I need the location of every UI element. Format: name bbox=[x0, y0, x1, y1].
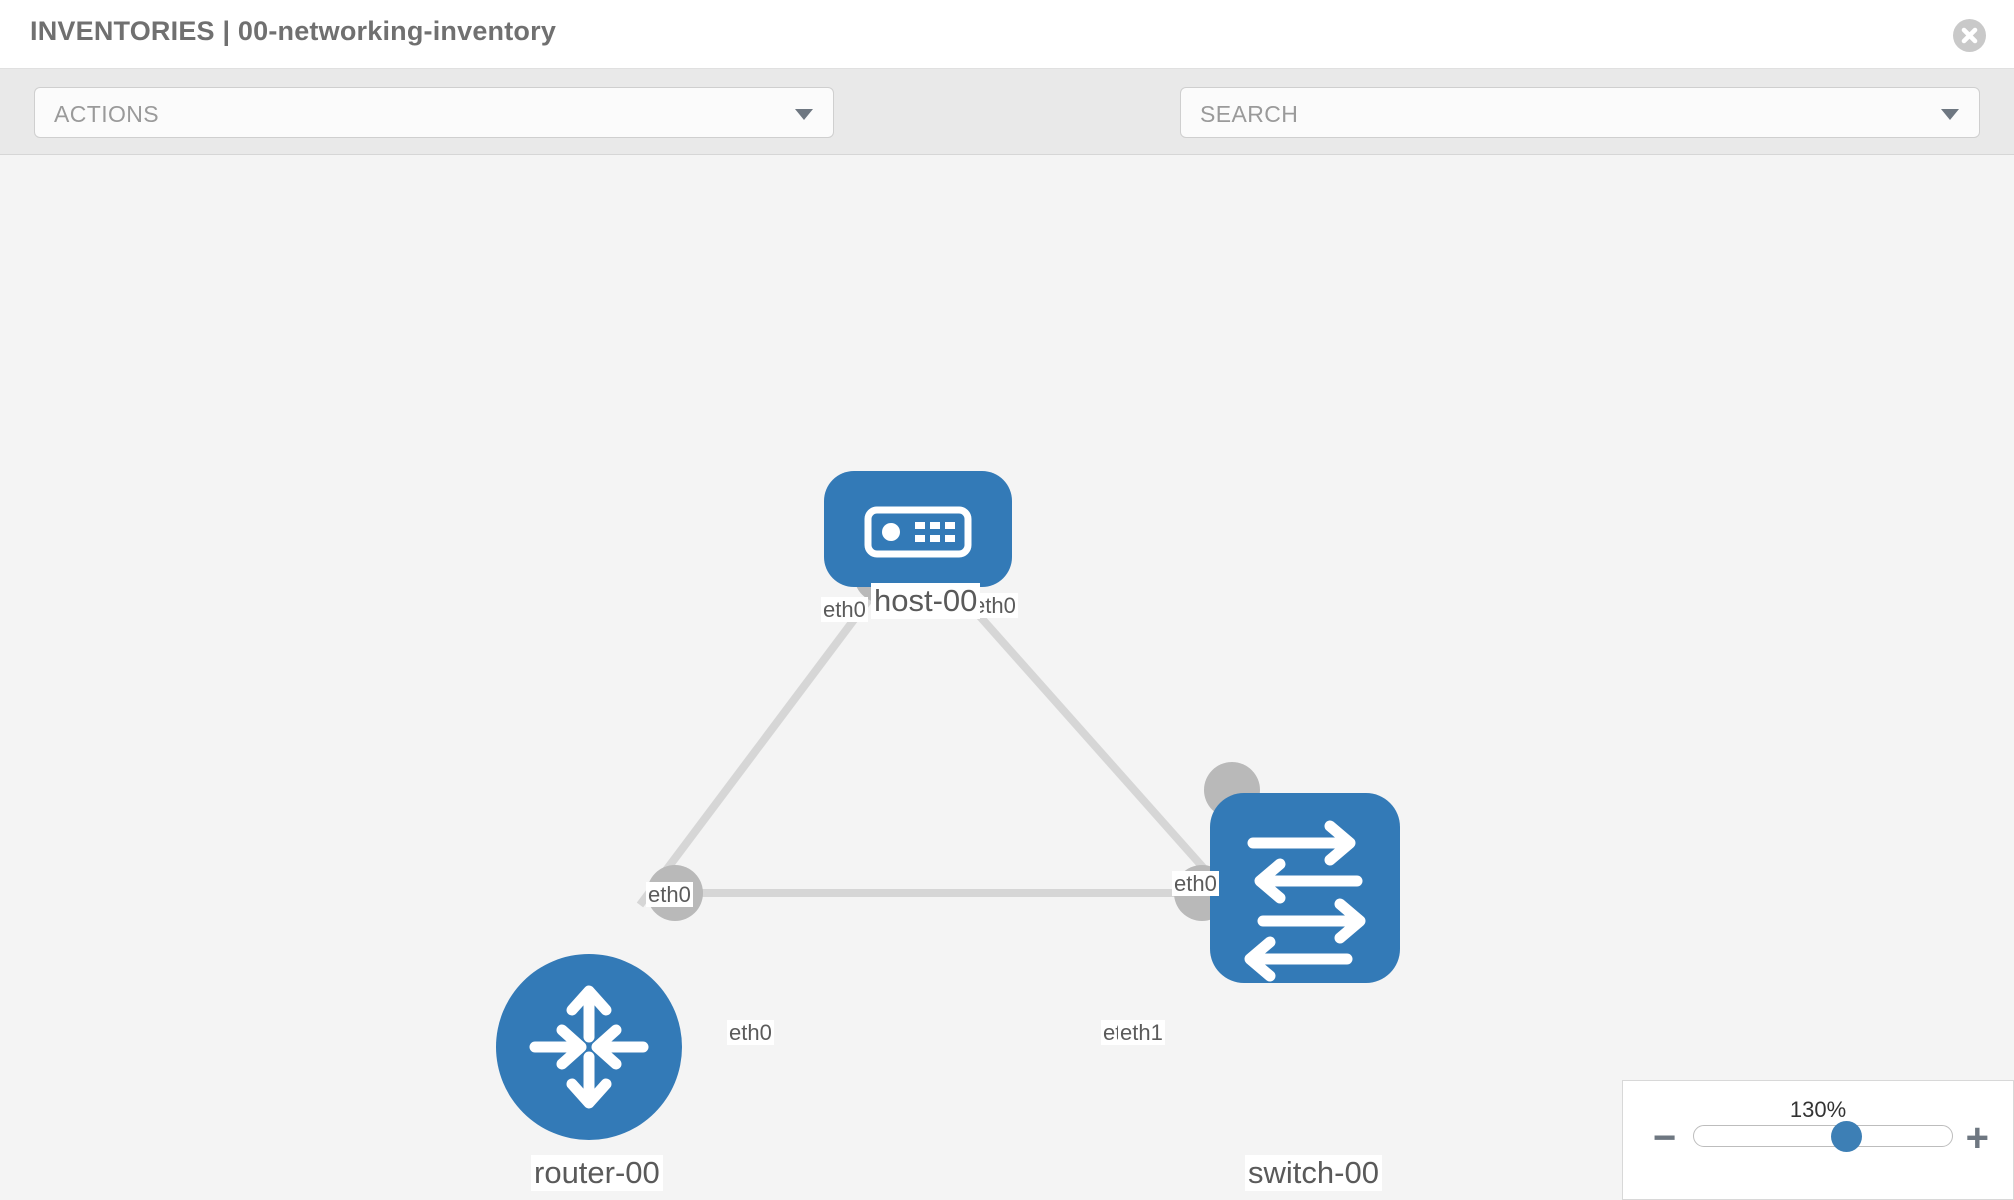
zoom-slider-thumb[interactable] bbox=[1831, 1121, 1863, 1152]
zoom-control-panel: 130% − + bbox=[1622, 1080, 2014, 1200]
router-arrows-icon bbox=[529, 985, 649, 1109]
topology-links bbox=[636, 582, 1235, 908]
interface-label: eth0 bbox=[727, 1020, 774, 1046]
node-label-router-00[interactable]: router-00 bbox=[531, 1155, 663, 1191]
search-placeholder: SEARCH bbox=[1200, 101, 1299, 127]
node-host-00 bbox=[824, 471, 1012, 587]
chevron-down-icon bbox=[795, 109, 813, 120]
topology-canvas[interactable]: eth0 eth0 eth0 eth0 eth0 etl eth1 host-0… bbox=[0, 155, 2014, 1200]
node-router-00 bbox=[496, 954, 682, 1140]
minus-icon[interactable]: − bbox=[1653, 1116, 1677, 1160]
search-input[interactable]: SEARCH bbox=[1180, 87, 1980, 138]
actions-dropdown[interactable]: ACTIONS bbox=[34, 87, 834, 138]
link-host-router bbox=[636, 582, 884, 908]
chevron-down-icon bbox=[1941, 109, 1959, 120]
zoom-level-value: 130% bbox=[1789, 1097, 1847, 1122]
toolbar: ACTIONS SEARCH bbox=[0, 69, 2014, 200]
node-label-switch-00[interactable]: switch-00 bbox=[1245, 1155, 1382, 1191]
link-host-switch bbox=[949, 582, 1235, 903]
interface-label: eth0 bbox=[646, 882, 693, 908]
interface-label: eth0 bbox=[821, 597, 868, 623]
node-label-host-00[interactable]: host-00 bbox=[871, 583, 981, 619]
topology-graph bbox=[496, 471, 1400, 1140]
interface-label: eth0 bbox=[1172, 871, 1219, 897]
page-header: INVENTORIES | 00-networking-inventory bbox=[0, 0, 2014, 69]
server-icon bbox=[864, 506, 972, 558]
switch-arrows-icon bbox=[1244, 820, 1366, 982]
node-switch-00 bbox=[1210, 793, 1400, 983]
interface-label: eth1 bbox=[1118, 1020, 1165, 1046]
close-icon[interactable] bbox=[1953, 19, 1986, 52]
zoom-slider-track[interactable] bbox=[1693, 1121, 1953, 1152]
page-title: INVENTORIES | 00-networking-inventory bbox=[30, 16, 557, 46]
actions-dropdown-label: ACTIONS bbox=[54, 101, 160, 127]
plus-icon[interactable]: + bbox=[1965, 1116, 1989, 1160]
